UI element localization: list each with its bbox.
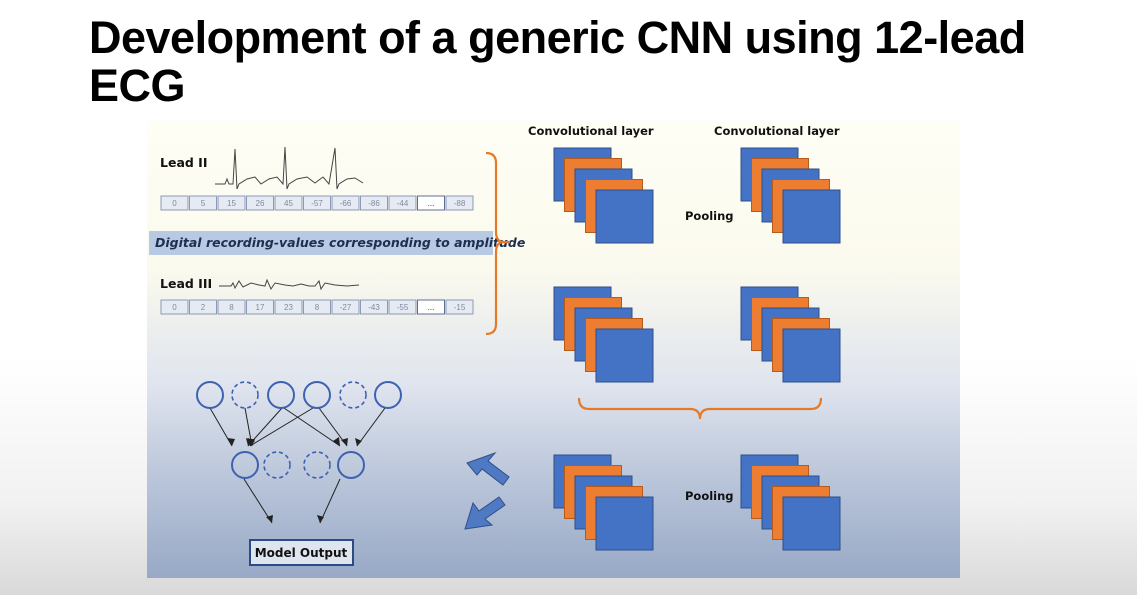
value-cell: [217, 299, 246, 315]
lead-ii-label: Lead II: [160, 155, 207, 170]
value-cell-text: -57: [311, 199, 323, 208]
value-cell-text: 8: [229, 303, 234, 312]
value-cell-text: 26: [256, 199, 265, 208]
value-cell-text: -44: [397, 199, 409, 208]
value-cell: [246, 299, 274, 315]
value-cell-text: 0: [172, 199, 177, 208]
filter-stack: [553, 147, 654, 244]
lead-iii-label: Lead III: [160, 276, 212, 291]
hidden-node: [231, 451, 259, 479]
slide-title: Development of a generic CNN using 12-le…: [89, 12, 1026, 111]
value-cell-text: -55: [397, 303, 409, 312]
value-cell: [189, 299, 217, 315]
value-cell: [445, 195, 474, 211]
value-cell: [160, 299, 189, 315]
value-cell: [274, 299, 303, 315]
value-cell-text: ...: [428, 199, 435, 208]
model-output-box: [249, 539, 354, 566]
value-cell: [303, 299, 331, 315]
value-cell-text: -43: [368, 303, 380, 312]
value-cell-text: ...: [428, 303, 435, 312]
lead-ii-values: 0 5 15 26 45 -57 -66 -86 -44... -88: [160, 195, 474, 211]
value-cell-text: 2: [201, 303, 206, 312]
value-cell-text: -66: [340, 199, 352, 208]
dropout-node: [303, 451, 331, 479]
value-cell: [388, 299, 417, 315]
lead-ii-waveform: [215, 146, 364, 190]
value-cell: [189, 195, 217, 211]
value-cell-text: 45: [284, 199, 293, 208]
value-cell: [360, 299, 388, 315]
model-output-label: Model Output: [255, 546, 348, 560]
value-cell: [160, 195, 189, 211]
value-cell-text: -86: [368, 199, 380, 208]
filter-stack: [553, 286, 654, 383]
value-cell: [388, 195, 417, 211]
filter-map: [782, 189, 841, 244]
value-cell-text: -88: [454, 199, 466, 208]
filter-map: [595, 496, 654, 551]
filter-stack: [740, 147, 841, 244]
input-node: [267, 381, 295, 409]
value-cell-text: -15: [454, 303, 466, 312]
cnn-diagram: Lead II 0 5 15 26 45 -57 -66 -86 -44... -88 Digit…: [149, 124, 841, 566]
filter-stack: [740, 454, 841, 551]
conv-layer-label-1: Convolutional layer: [528, 124, 654, 138]
dropout-node: [231, 381, 259, 409]
filter-stacks: [553, 147, 841, 551]
value-cell-text: 23: [284, 303, 293, 312]
filter-stack: [740, 286, 841, 383]
neural-network: [196, 381, 402, 524]
filter-stack: [553, 454, 654, 551]
banner-text: Digital recording-values corresponding t…: [155, 235, 525, 250]
value-cell: [246, 195, 274, 211]
left-arrow-upper: [466, 451, 510, 486]
pooling-label-2: Pooling: [685, 489, 734, 503]
cnn-figure: Lead II 0 5 15 26 45 -57 -66 -86 -44... -88 Digit…: [147, 121, 960, 578]
value-cell: [303, 195, 331, 211]
input-node: [303, 381, 331, 409]
hidden-node: [337, 451, 365, 479]
value-cell-text: 0: [172, 303, 177, 312]
dropout-node: [263, 451, 291, 479]
conv-layer-label-2: Convolutional layer: [714, 124, 840, 138]
input-node: [196, 381, 224, 409]
filter-map: [595, 328, 654, 383]
amplitude-banner: [149, 231, 493, 255]
filter-map: [782, 496, 841, 551]
filter-map: [595, 189, 654, 244]
value-cell-text: -27: [340, 303, 352, 312]
value-cell-text: 5: [201, 199, 206, 208]
value-cell: [217, 195, 246, 211]
value-cell-text: 8: [315, 303, 320, 312]
value-cell-text: 15: [227, 199, 236, 208]
input-node: [374, 381, 402, 409]
value-cell: [417, 299, 445, 315]
value-cell: [274, 195, 303, 211]
left-arrow-lower: [464, 496, 506, 530]
dropout-node: [339, 381, 367, 409]
value-cell: [360, 195, 388, 211]
value-cell: [417, 195, 445, 211]
value-cell-text: 17: [256, 303, 265, 312]
input-brace: [485, 151, 510, 336]
value-cell: [445, 299, 474, 315]
value-cell: [331, 299, 360, 315]
lead-iii-waveform: [219, 278, 360, 291]
merge-brace: [577, 397, 823, 420]
value-cell: [331, 195, 360, 211]
lead-iii-values: 0 2 8 17 23 8 -27 -43 -55... -15: [160, 299, 474, 315]
pooling-label-1: Pooling: [685, 209, 734, 223]
filter-map: [782, 328, 841, 383]
